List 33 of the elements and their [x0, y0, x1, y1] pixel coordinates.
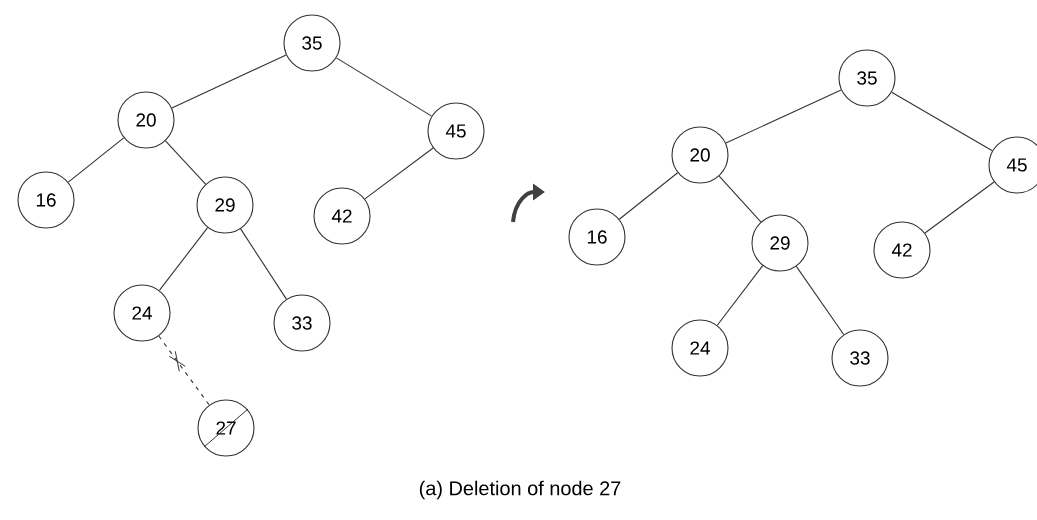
tree-node: 45: [427, 102, 485, 160]
tree-node: 16: [568, 208, 626, 266]
tree-edge: [240, 228, 287, 300]
tree-node: 33: [273, 294, 331, 352]
tree-edge: [716, 265, 764, 326]
tree-edge: [718, 175, 762, 223]
caption: (a) Deletion of node 27: [419, 480, 621, 500]
tree-edge: [891, 91, 993, 152]
tree-node: 16: [17, 171, 75, 229]
dashed-edge: [158, 335, 210, 406]
tree-node: 27: [197, 399, 255, 457]
tree-edge: [164, 140, 207, 185]
tree-node: 45: [988, 136, 1037, 194]
tree-node: 42: [313, 187, 371, 245]
tree-node: 35: [838, 49, 896, 107]
tree-node: 35: [283, 14, 341, 72]
tree-edge: [725, 89, 842, 144]
tree-edge: [158, 227, 209, 291]
tree-node: 24: [113, 284, 171, 342]
tree-edge: [171, 54, 287, 109]
tree-node: 20: [671, 126, 729, 184]
tree-edge: [335, 57, 433, 117]
tree-edge: [924, 181, 995, 234]
tree-edge: [364, 147, 434, 200]
tree-node: 20: [117, 91, 175, 149]
tree-node: 29: [196, 176, 254, 234]
tree-edge: [67, 137, 125, 183]
tree-edge: [795, 265, 845, 336]
tree-node: 42: [873, 221, 931, 279]
tree-node: 33: [831, 329, 889, 387]
tree-node: 24: [671, 319, 729, 377]
tree-node: 29: [751, 214, 809, 272]
tree-edge: [618, 172, 679, 220]
